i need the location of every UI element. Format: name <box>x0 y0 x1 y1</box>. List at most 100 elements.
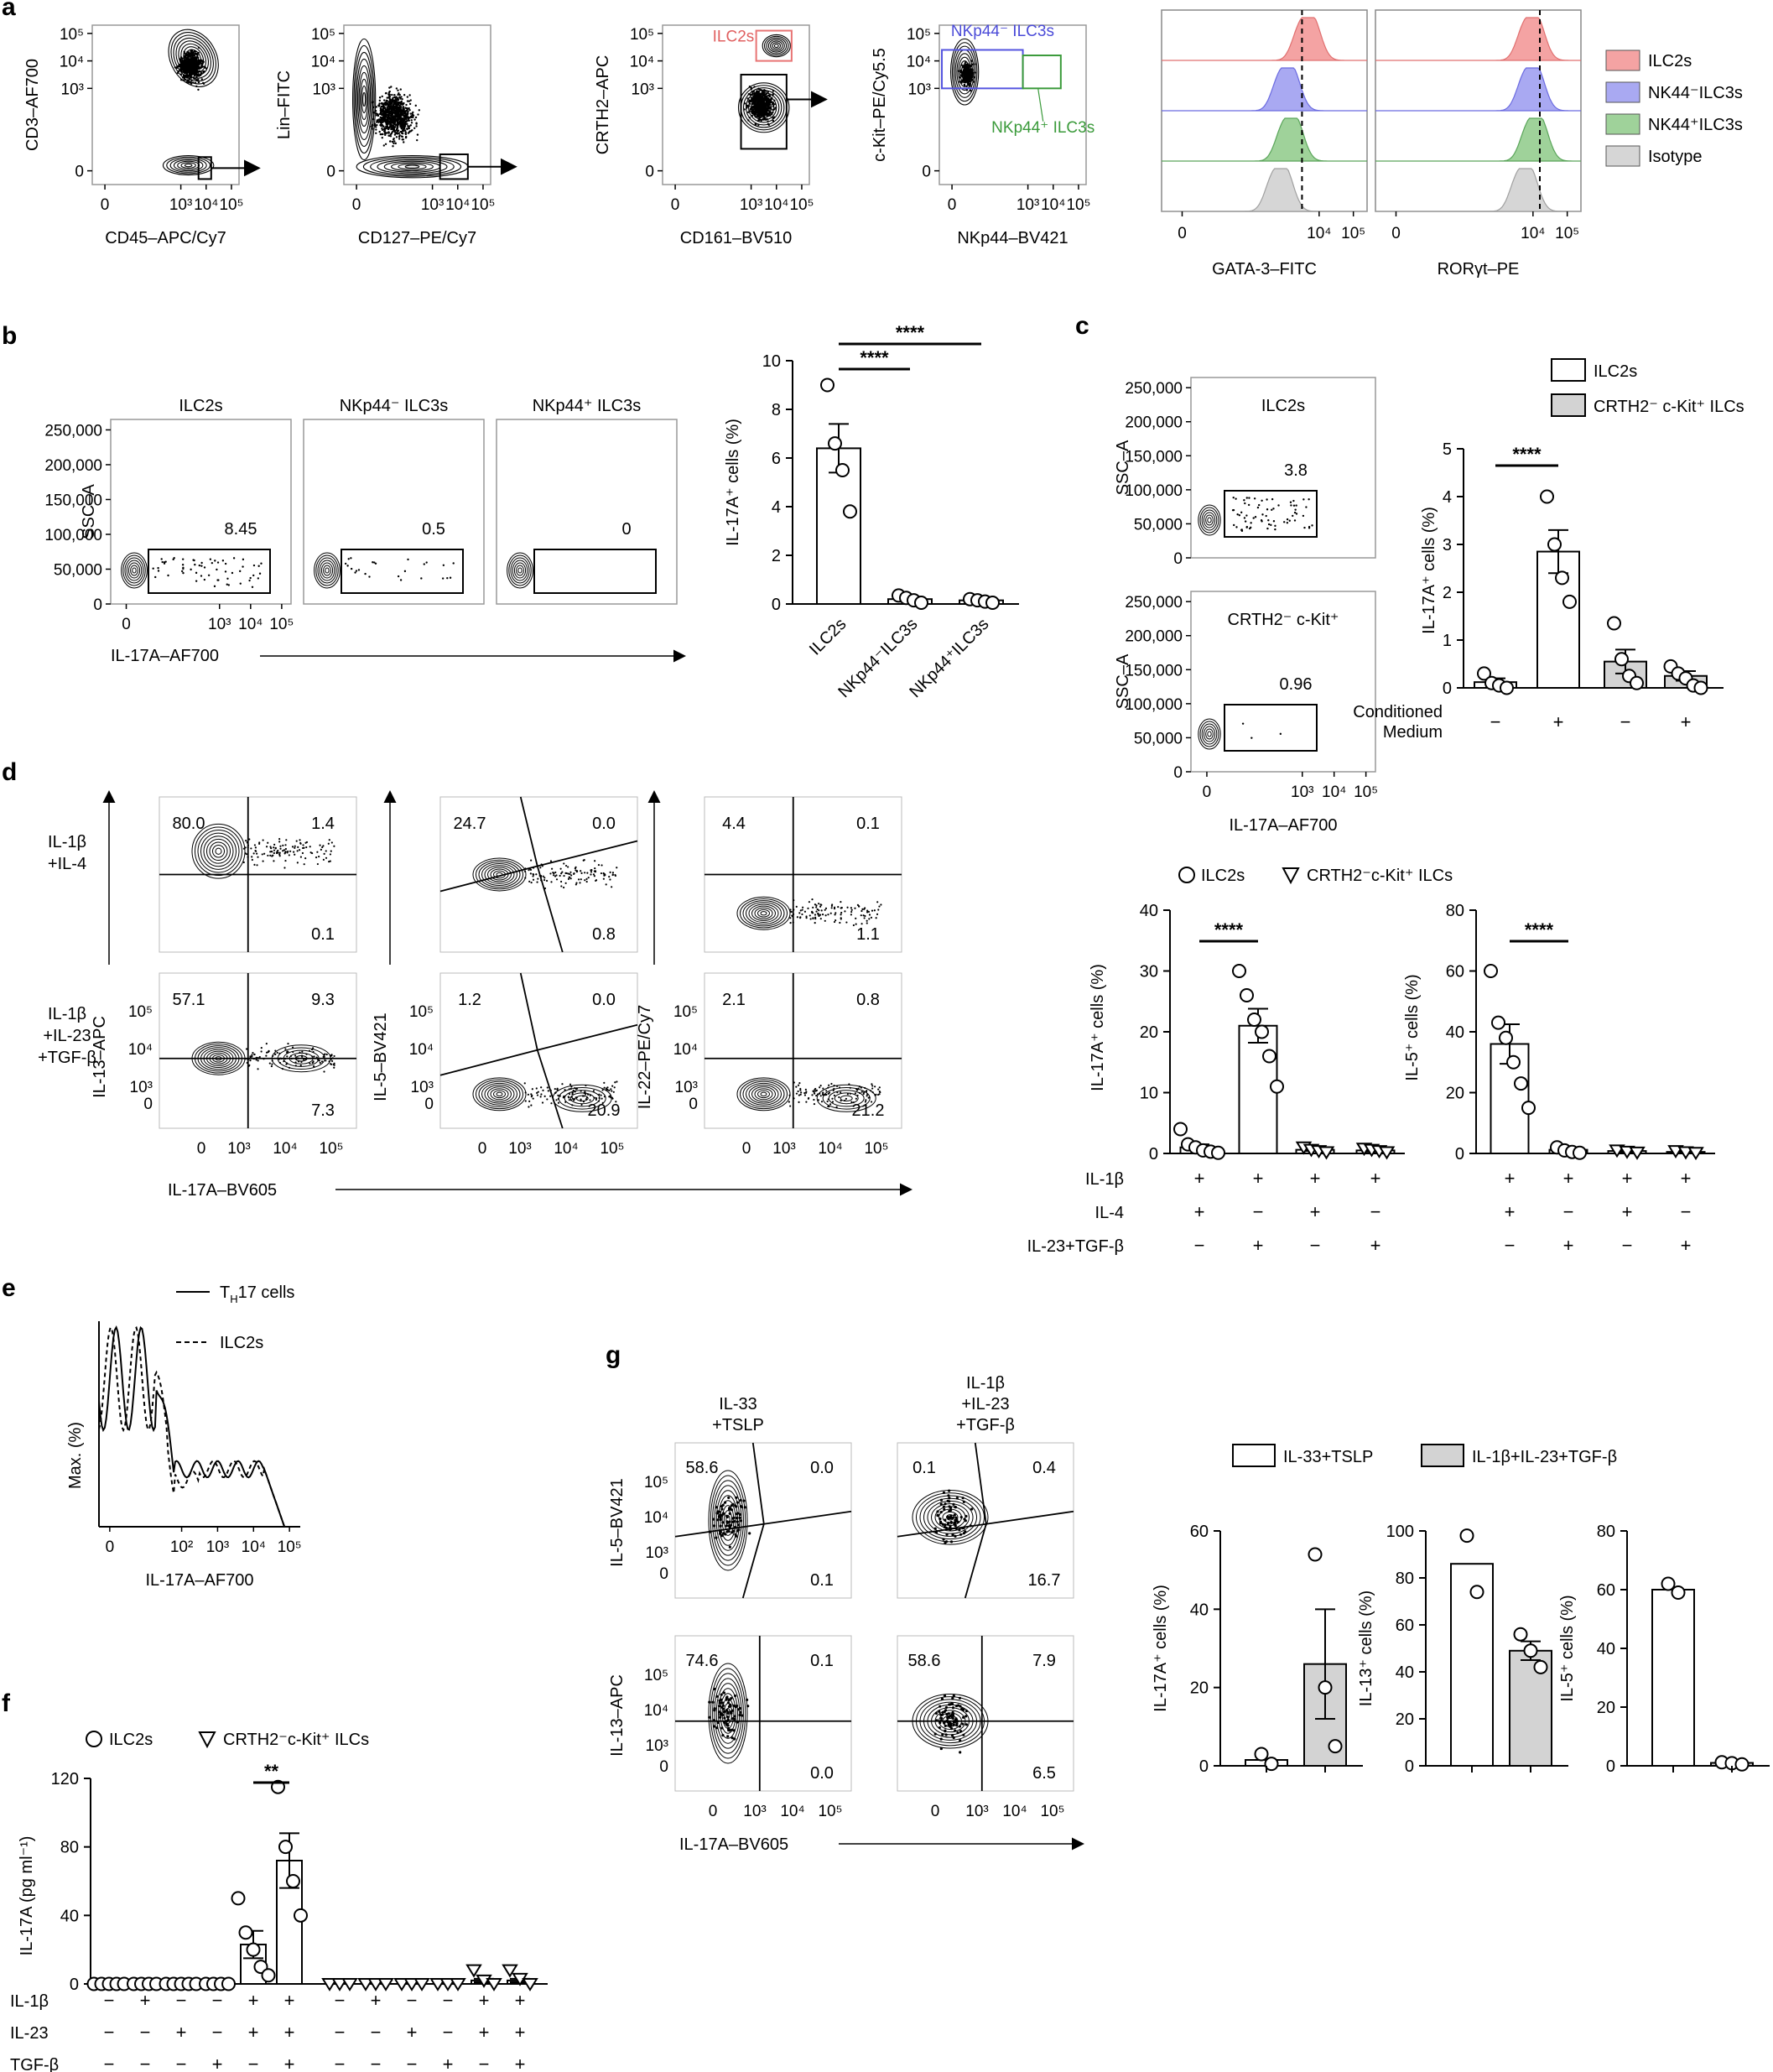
event-dot <box>382 128 386 131</box>
data-point <box>1630 675 1644 690</box>
event-dot <box>350 557 352 560</box>
quadrant-value: 0.0 <box>810 1459 834 1477</box>
event-dot <box>523 870 527 873</box>
event-dot <box>393 125 395 128</box>
event-dot <box>836 1091 839 1094</box>
row-value: − <box>1622 1235 1633 1256</box>
event-dot <box>319 1061 321 1065</box>
row-value: + <box>1253 1168 1264 1189</box>
event-dot <box>213 585 216 588</box>
event-dot <box>603 874 606 877</box>
significance-label: ** <box>264 1761 279 1782</box>
event-dot <box>828 1105 830 1108</box>
y-tick-label: 4 <box>772 498 781 517</box>
event-dots <box>370 86 421 148</box>
event-dot <box>248 838 251 841</box>
x-tick-label: 0 <box>931 1803 940 1820</box>
event-dot <box>949 1516 953 1520</box>
row-value: + <box>284 2022 295 2043</box>
y-axis-label: IL-5–BV421 <box>608 1478 627 1567</box>
event-dot <box>200 78 204 81</box>
event-dot <box>249 1056 252 1059</box>
contour-line <box>404 164 420 169</box>
event-dot <box>718 1529 722 1533</box>
contour-line <box>209 1052 228 1065</box>
event-dot <box>557 1097 559 1101</box>
x-tick-label: 10⁵ <box>471 196 495 214</box>
event-dot <box>528 1100 531 1102</box>
event-dot <box>832 1089 835 1092</box>
event-dot <box>718 1532 722 1535</box>
data-point <box>1264 1757 1279 1772</box>
event-dot <box>392 96 394 99</box>
event-dot <box>385 119 387 122</box>
event-dot <box>728 1545 731 1549</box>
contour-line <box>757 1090 770 1099</box>
event-dot <box>200 561 203 565</box>
event-dot <box>816 908 819 911</box>
event-dot <box>1272 508 1275 510</box>
event-dot <box>942 1505 946 1508</box>
event-dot <box>722 1691 726 1695</box>
event-dot <box>393 110 396 112</box>
quadrant-value: 21.2 <box>852 1101 885 1120</box>
event-dot <box>372 561 374 564</box>
contour-line <box>484 865 515 884</box>
event-dot <box>793 899 795 902</box>
event-dot <box>951 1716 954 1720</box>
event-dot <box>595 1098 597 1101</box>
data-point <box>1308 1547 1323 1562</box>
event-dot <box>396 122 399 125</box>
contour-line <box>748 903 779 924</box>
plot-frame <box>674 1442 852 1599</box>
event-dot <box>824 908 826 911</box>
event-dot <box>333 1054 335 1058</box>
contour-line <box>740 1079 788 1110</box>
event-dot <box>555 1099 558 1101</box>
y-axis-label: IL-17A⁺ cells (%) <box>724 419 742 546</box>
event-dot <box>294 845 296 847</box>
event-dot <box>402 122 404 125</box>
contour-line <box>828 1090 865 1107</box>
event-dot <box>1244 520 1247 523</box>
event-dot <box>296 1057 299 1059</box>
event-dot <box>712 1719 716 1722</box>
event-dot <box>569 1083 572 1085</box>
data-point <box>403 1978 420 1991</box>
event-dot <box>278 841 281 843</box>
contour-line <box>130 565 138 576</box>
event-dot <box>725 1720 729 1723</box>
event-dot <box>944 1518 947 1522</box>
event-dot <box>214 560 216 562</box>
y-tick-label: 100 <box>1386 1523 1414 1541</box>
x-tick-label: 0 <box>352 196 361 214</box>
contour-line <box>289 1052 314 1065</box>
event-dot <box>878 1090 881 1093</box>
event-dot <box>949 1508 953 1512</box>
event-dot <box>819 1092 821 1095</box>
row-value: + <box>1310 1168 1321 1189</box>
event-dot <box>390 120 393 122</box>
row-value: + <box>371 1990 382 2011</box>
event-dot <box>939 1737 943 1741</box>
event-dot <box>549 872 552 875</box>
contour-line <box>761 104 767 111</box>
event-dot <box>304 857 307 860</box>
event-dot <box>311 851 314 855</box>
row-value: − <box>140 2054 151 2072</box>
event-dot <box>878 905 881 908</box>
event-dot <box>608 1089 611 1092</box>
data-point <box>1254 1747 1269 1762</box>
event-dot <box>268 1062 271 1065</box>
contour-line <box>760 911 767 916</box>
event-dot <box>245 840 247 842</box>
event-dot <box>402 103 404 106</box>
event-dot <box>1238 514 1241 517</box>
x-tick-label: 10⁴ <box>242 1538 266 1556</box>
quadrant-value: 0.1 <box>810 1571 834 1590</box>
contour-line <box>938 1712 962 1730</box>
contour-line <box>737 82 790 133</box>
y-tick-label: 50,000 <box>1134 516 1183 534</box>
event-dot <box>959 1730 963 1733</box>
event-dot <box>947 1489 951 1492</box>
